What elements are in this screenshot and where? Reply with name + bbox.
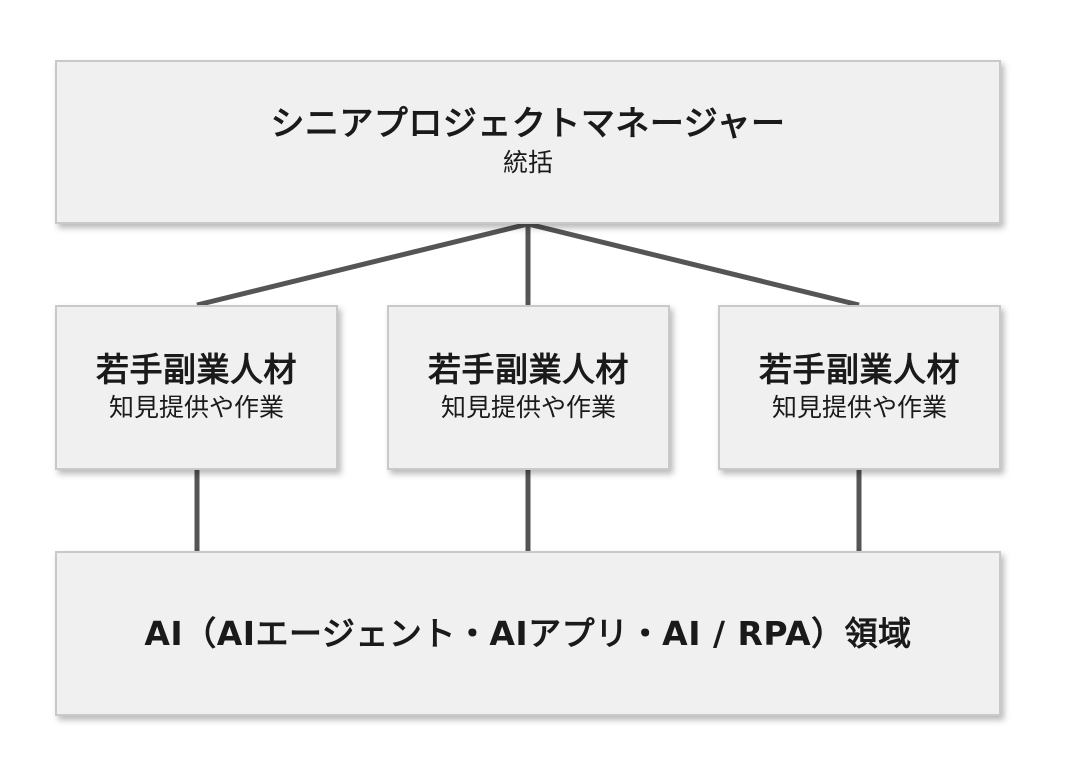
connector-top-to-child-2 — [527, 221, 860, 308]
junior-talent-subtitle: 知見提供や作業 — [440, 393, 616, 423]
junior-talent-title: 若手副業人材 — [759, 350, 960, 390]
senior-pm-box: シニアプロジェクトマネージャー 統括 — [55, 60, 1001, 224]
senior-pm-subtitle: 統括 — [502, 148, 553, 178]
connector-top-to-child-0 — [196, 221, 529, 308]
junior-talent-subtitle: 知見提供や作業 — [108, 393, 284, 423]
junior-talent-subtitle: 知見提供や作業 — [771, 393, 947, 423]
junior-talent-box-2: 若手副業人材 知見提供や作業 — [387, 305, 670, 470]
ai-domain-box: AI（AIエージェント・AIアプリ・AI / RPA）領域 — [55, 551, 1001, 716]
junior-talent-box-3: 若手副業人材 知見提供や作業 — [718, 305, 1001, 470]
junior-talent-title: 若手副業人材 — [428, 350, 629, 390]
junior-talent-title: 若手副業人材 — [96, 350, 297, 390]
senior-pm-title: シニアプロジェクトマネージャー — [270, 104, 786, 145]
ai-domain-title: AI（AIエージェント・AIアプリ・AI / RPA）領域 — [144, 613, 912, 653]
junior-talent-box-1: 若手副業人材 知見提供や作業 — [55, 305, 338, 470]
